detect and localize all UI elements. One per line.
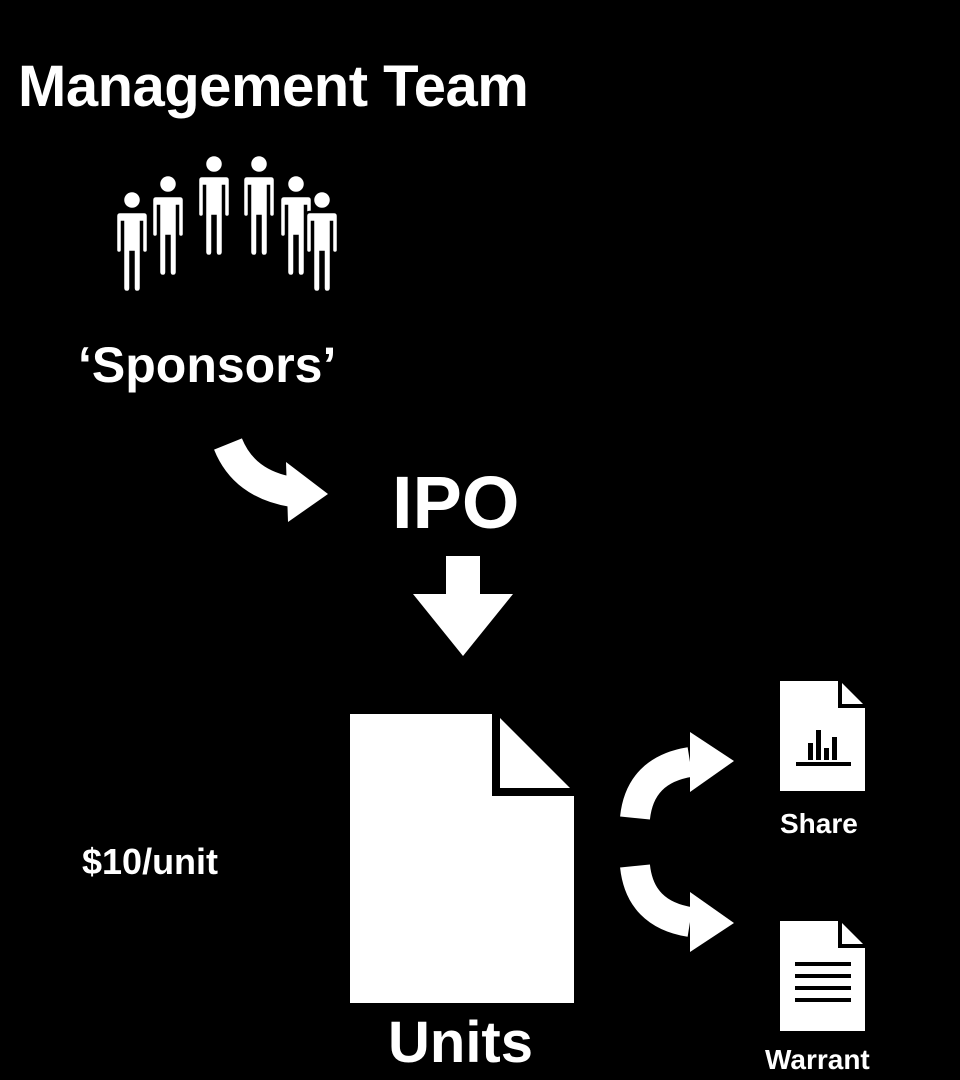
people-group-icon — [114, 153, 340, 294]
diagram-title: Management Team — [18, 54, 529, 119]
units-label: Units — [388, 1010, 533, 1075]
document-icon — [350, 714, 574, 1003]
price-label: $10/unit — [82, 841, 219, 882]
chart-document-icon — [780, 681, 865, 791]
share-label: Share — [780, 808, 858, 839]
person-icon — [150, 173, 186, 278]
person-icon — [241, 153, 277, 258]
ipo-label: IPO — [392, 461, 520, 544]
down-arrow-icon — [413, 556, 513, 656]
curved-arrow-icon — [214, 437, 328, 522]
text-document-icon — [780, 921, 865, 1031]
person-icon — [114, 189, 150, 294]
warrant-label: Warrant — [765, 1044, 870, 1075]
person-icon — [196, 153, 232, 258]
curved-arrow-icon — [620, 732, 734, 821]
curved-arrow-icon — [620, 863, 734, 952]
sponsors-label: ‘Sponsors’ — [78, 337, 337, 393]
